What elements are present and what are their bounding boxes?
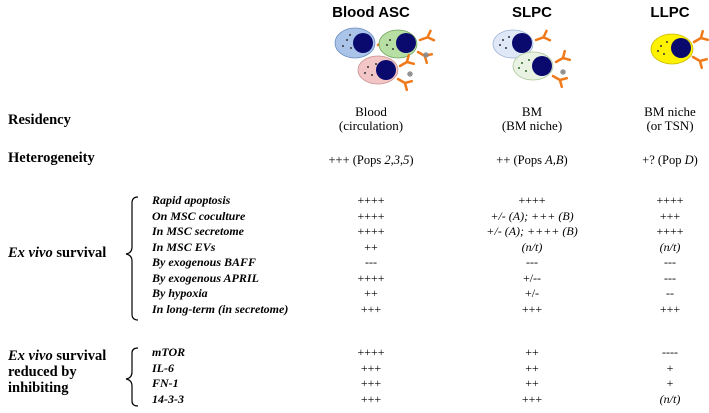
blood-asc-cell-blue bbox=[334, 27, 394, 59]
cell-slpc: ++ bbox=[525, 345, 539, 359]
ex-vivo-survival-label-rest: survival bbox=[52, 245, 107, 261]
residency-blood-asc: Blood (circulation) bbox=[339, 105, 403, 133]
cell-llpc: --- bbox=[664, 255, 676, 269]
cell-slpc: +++ bbox=[521, 301, 543, 316]
col-header-llpc: LLPC bbox=[650, 4, 690, 21]
het-blood-pops: 2,3,5 bbox=[384, 153, 410, 167]
llpc-cell bbox=[650, 29, 709, 70]
cell-llpc: +++ bbox=[659, 208, 681, 223]
brace-reduced-by-inhibiting bbox=[125, 347, 139, 407]
het-blood-pre: +++ (Pops bbox=[328, 153, 385, 167]
ex-vivo-survival-label: Ex vivo survival bbox=[8, 245, 106, 262]
row-label: 14-3-3 bbox=[152, 391, 184, 406]
cell-blood-asc: ++++ bbox=[357, 224, 385, 238]
cell-blood-asc: +++ bbox=[360, 301, 382, 316]
cell-slpc: --- bbox=[526, 255, 538, 269]
row-label: IL-6 bbox=[152, 360, 174, 375]
col-header-blood-asc: Blood ASC bbox=[332, 4, 410, 21]
cell-slpc: ++++ bbox=[518, 193, 546, 207]
row-label: In MSC secretome bbox=[152, 224, 245, 238]
residency-blood-asc-line1: Blood bbox=[355, 104, 387, 119]
cell-blood-asc: --- bbox=[365, 255, 377, 269]
cell-llpc: (n/t) bbox=[659, 239, 681, 254]
residency-blood-asc-line2: (circulation) bbox=[338, 118, 404, 133]
reduced-label-line3: inhibiting bbox=[8, 380, 69, 396]
cell-blood-asc: ++ bbox=[364, 286, 378, 300]
slpc-cell-top bbox=[492, 29, 552, 67]
het-blood-post: ) bbox=[409, 153, 414, 167]
row-label: In MSC EVs bbox=[152, 239, 216, 254]
het-slpc-pops: A,B bbox=[545, 153, 564, 167]
reduced-by-inhibiting-label: Ex vivo survival reduced by inhibiting bbox=[8, 348, 106, 396]
ex-vivo-survival-label-ital: Ex vivo bbox=[8, 245, 53, 261]
cell-blood-asc: +++ bbox=[360, 376, 382, 390]
cell-llpc: ++++ bbox=[656, 193, 684, 207]
row-label: By exogenous APRIL bbox=[152, 270, 259, 285]
heterogeneity-blood-asc: +++ (Pops 2,3,5) bbox=[328, 154, 413, 167]
het-llpc-post: ) bbox=[693, 153, 698, 167]
cell-llpc: ---- bbox=[662, 345, 678, 359]
residency-slpc: BM (BM niche) bbox=[502, 105, 562, 133]
blood-asc-cell-pink bbox=[357, 53, 416, 92]
residency-slpc-line2: (BM niche) bbox=[501, 118, 563, 133]
col-header-slpc: SLPC bbox=[511, 4, 553, 21]
residency-label: Residency bbox=[8, 112, 71, 128]
reduced-label-line2: reduced by bbox=[8, 364, 77, 380]
heterogeneity-label: Heterogeneity bbox=[8, 150, 95, 166]
cell-slpc: +/-- bbox=[522, 270, 542, 285]
cell-blood-asc: ++++ bbox=[357, 270, 385, 285]
reduced-label-line1: Ex vivo survival bbox=[8, 348, 106, 364]
cell-slpc: ++ bbox=[525, 360, 539, 375]
cell-blood-asc: +++ bbox=[360, 360, 382, 375]
row-label: On MSC coculture bbox=[152, 208, 246, 223]
cell-llpc: + bbox=[666, 360, 674, 375]
row-label: Rapid apoptosis bbox=[152, 193, 231, 207]
cell-llpc: --- bbox=[664, 270, 676, 285]
heterogeneity-slpc: ++ (Pops A,B) bbox=[496, 154, 567, 167]
cell-slpc: +/- (A); ++++ (B) bbox=[486, 224, 578, 238]
heterogeneity-llpc: +? (Pop D) bbox=[642, 154, 698, 167]
cell-blood-asc: ++++ bbox=[357, 193, 385, 207]
cell-blood-asc: ++++ bbox=[357, 345, 385, 359]
cell-slpc: (n/t) bbox=[521, 239, 543, 254]
residency-llpc-line2: (or TSN) bbox=[646, 118, 694, 133]
blood-asc-cell-green bbox=[378, 29, 436, 65]
cell-blood-asc: ++++ bbox=[357, 208, 385, 223]
row-label: By exogenous BAFF bbox=[152, 255, 257, 269]
residency-llpc: BM niche (or TSN) bbox=[644, 105, 696, 133]
row-label: By hypoxia bbox=[152, 286, 208, 300]
reduced-label-rest: survival bbox=[52, 348, 107, 364]
brace-ex-vivo-survival bbox=[125, 196, 139, 321]
het-slpc-post: ) bbox=[563, 153, 568, 167]
het-llpc-pre: +? (Pop bbox=[642, 153, 685, 167]
slpc-cell-bottom bbox=[512, 49, 572, 89]
reduced-label-ital: Ex vivo bbox=[8, 348, 53, 364]
cell-slpc: +/- bbox=[524, 286, 540, 300]
cell-blood-asc: +++ bbox=[360, 391, 382, 406]
residency-llpc-line1: BM niche bbox=[644, 104, 696, 119]
row-label: In long-term (in secretome) bbox=[152, 301, 289, 316]
row-label: mTOR bbox=[152, 345, 186, 359]
het-slpc-pre: ++ (Pops bbox=[496, 153, 546, 167]
cell-slpc: +++ bbox=[521, 391, 543, 406]
cell-llpc: (n/t) bbox=[659, 391, 681, 406]
cell-llpc: + bbox=[666, 376, 674, 390]
cell-slpc: +/- (A); +++ (B) bbox=[490, 208, 574, 223]
cell-blood-asc: ++ bbox=[364, 239, 378, 254]
het-llpc-pop: D bbox=[684, 153, 694, 167]
cell-llpc: ++++ bbox=[656, 224, 684, 238]
cell-llpc: +++ bbox=[659, 301, 681, 316]
cell-slpc: ++ bbox=[525, 376, 539, 390]
residency-slpc-line1: BM bbox=[521, 104, 543, 119]
cell-llpc: -- bbox=[666, 286, 674, 300]
row-label: FN-1 bbox=[152, 376, 179, 390]
